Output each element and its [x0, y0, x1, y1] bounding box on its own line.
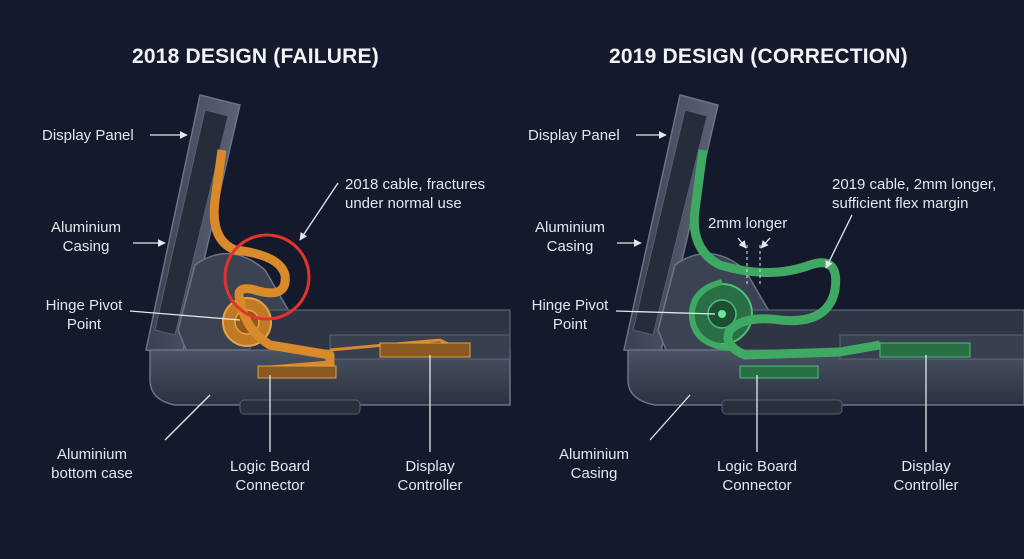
right-label-cable-note-line2: sufficient flex margin: [832, 195, 969, 212]
left-label-display-controller-line1: Display: [405, 458, 455, 475]
right-label-logic-board-connector: Logic Board Connector: [705, 457, 809, 495]
right-label-aluminium-casing-line1: Aluminium: [534, 219, 606, 236]
left-label-display-controller-line2: Controller: [397, 477, 463, 494]
left-display-controller-chip: [379, 342, 471, 358]
left-label-cable-note-line2: under normal use: [345, 195, 462, 212]
right-label-aluminium-casing-line2: Casing: [546, 238, 594, 255]
left-foot: [239, 399, 361, 415]
left-leader-lines: [129, 131, 431, 452]
right-label-logic-board-line2: Connector: [722, 477, 792, 494]
left-label-logic-board-line2: Connector: [235, 477, 305, 494]
right-label-display-controller: Display Controller: [878, 457, 974, 495]
right-label-display-controller-line2: Controller: [893, 477, 959, 494]
right-label-hinge-pivot-line1: Hinge Pivot: [531, 297, 609, 314]
right-label-length-note: 2mm longer: [708, 215, 788, 232]
right-display-controller-chip: [879, 342, 971, 358]
left-label-bottom-case: Aluminium bottom case: [40, 445, 144, 483]
right-label-aluminium-casing: Aluminium Casing: [522, 218, 618, 256]
left-display-glass: [154, 109, 229, 336]
right-cable: [689, 149, 881, 360]
right-label-bottom-case: Aluminium Casing: [546, 445, 642, 483]
left-label-cable-note-line1: 2018 cable, fractures: [345, 176, 486, 193]
right-bottom-case: [627, 349, 1024, 406]
left-failure-circle: [223, 233, 311, 321]
right-label-bottom-case-line1: Aluminium: [558, 446, 630, 463]
left-label-aluminium-casing-line1: Aluminium: [50, 219, 122, 236]
right-label-display-panel: Display Panel: [528, 127, 620, 144]
left-label-logic-board-line1: Logic Board: [229, 458, 311, 475]
right-display-glass: [632, 109, 708, 336]
left-cable: [209, 149, 335, 377]
left-hinge-assembly: [145, 94, 511, 415]
right-logic-board-connector: [739, 365, 819, 379]
right-label-bottom-case-line2: Casing: [570, 465, 618, 482]
right-label-hinge-pivot-line2: Point: [552, 316, 588, 333]
left-panel-title: 2018 DESIGN (FAILURE): [132, 45, 379, 68]
right-label-display-controller-line1: Display: [901, 458, 951, 475]
left-label-bottom-case-line2: bottom case: [51, 465, 133, 482]
left-label-cable-note: 2018 cable, fractures under normal use: [345, 175, 485, 213]
right-panel-title: 2019 DESIGN (CORRECTION): [609, 45, 908, 68]
right-label-logic-board-line1: Logic Board: [716, 458, 798, 475]
left-label-display-panel: Display Panel: [42, 127, 134, 144]
left-label-hinge-pivot-line1: Hinge Pivot: [45, 297, 123, 314]
left-label-aluminium-casing-line2: Casing: [62, 238, 110, 255]
left-label-bottom-case-line1: Aluminium: [56, 446, 128, 463]
left-logic-board-connector: [257, 365, 337, 379]
left-label-hinge-pivot-line2: Point: [66, 316, 102, 333]
left-label-display-controller: Display Controller: [382, 457, 478, 495]
right-label-cable-note: 2019 cable, 2mm longer, sufficient flex …: [832, 175, 996, 213]
right-leader-lines: [615, 131, 927, 452]
right-label-cable-note-line1: 2019 cable, 2mm longer,: [832, 176, 997, 193]
left-label-aluminium-casing: Aluminium Casing: [38, 218, 134, 256]
right-foot: [721, 399, 843, 415]
right-hinge-assembly: [623, 94, 1024, 415]
left-label-hinge-pivot: Hinge Pivot Point: [36, 296, 132, 334]
left-label-logic-board-connector: Logic Board Connector: [218, 457, 322, 495]
right-label-hinge-pivot: Hinge Pivot Point: [522, 296, 618, 334]
